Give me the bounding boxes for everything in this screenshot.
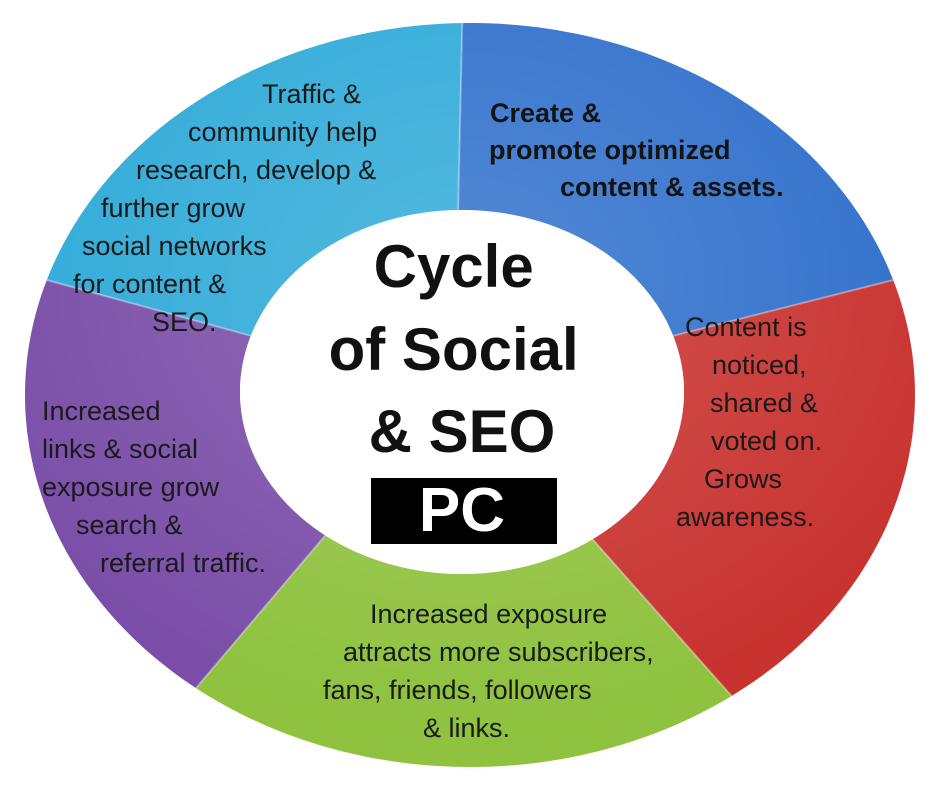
pc-logo: PC bbox=[371, 476, 557, 545]
center-title: Cycle of Social & SEO bbox=[329, 233, 596, 465]
logo-background bbox=[371, 478, 557, 544]
segment-links-text: Increased links & social exposure grow s… bbox=[42, 396, 266, 578]
segment-traffic-text: Traffic & community help research, devel… bbox=[73, 79, 385, 337]
segment-noticed-text: Content is noticed, shared & voted on. G… bbox=[676, 312, 830, 532]
segment-exposure-text: Increased exposure attracts more subscri… bbox=[323, 599, 661, 743]
logo-text: PC bbox=[419, 476, 505, 545]
center-hole bbox=[240, 210, 684, 574]
segment-create-text: Create & promote optimized content & ass… bbox=[489, 98, 784, 202]
